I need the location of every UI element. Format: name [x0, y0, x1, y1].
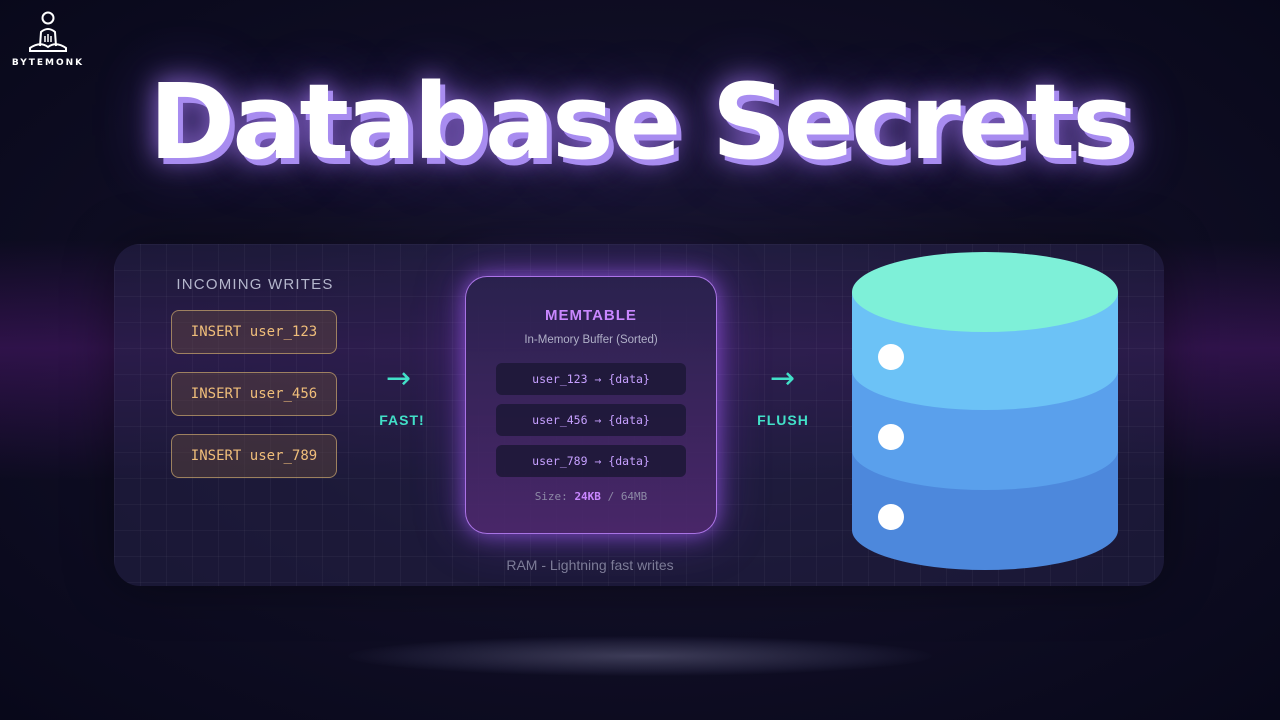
db-top-face [852, 252, 1118, 332]
memtable-subtitle: In-Memory Buffer (Sorted) [524, 334, 658, 346]
fast-label: FAST! [379, 412, 425, 428]
page-title: Database Secrets [148, 61, 1134, 183]
memtable-size: Size: 24KB / 64MB [466, 490, 716, 503]
memtable-title: MEMTABLE [545, 307, 637, 324]
memtable-entry: user_456 → {data} [496, 404, 686, 436]
write-item: INSERT user_789 [171, 434, 337, 478]
write-item: INSERT user_456 [171, 372, 337, 416]
memtable-entry: user_123 → {data} [496, 363, 686, 395]
floor-shadow [348, 636, 932, 676]
memtable-box: MEMTABLE In-Memory Buffer (Sorted) user_… [465, 276, 717, 534]
memtable-entry: user_789 → {data} [496, 445, 686, 477]
flush-label: FLUSH [757, 412, 809, 428]
ram-caption: RAM - Lightning fast writes [506, 557, 674, 573]
database-cylinder-icon [852, 252, 1118, 570]
bytemonk-logo: BYTEMONK [10, 10, 86, 68]
monk-meditating-icon [29, 11, 67, 52]
db-indicator-dot [878, 504, 904, 530]
incoming-writes-label: INCOMING WRITES [176, 276, 334, 293]
db-indicator-dot [878, 344, 904, 370]
db-indicator-dot [878, 424, 904, 450]
size-separator: / [607, 490, 615, 503]
size-max: 64MB [620, 490, 648, 503]
arrow-right-icon: → [386, 361, 412, 396]
write-item: INSERT user_123 [171, 310, 337, 354]
size-value: 24KB [574, 490, 601, 503]
logo-text: BYTEMONK [11, 58, 85, 68]
arrow-right-icon: → [770, 361, 796, 396]
size-label: Size: [534, 490, 568, 503]
